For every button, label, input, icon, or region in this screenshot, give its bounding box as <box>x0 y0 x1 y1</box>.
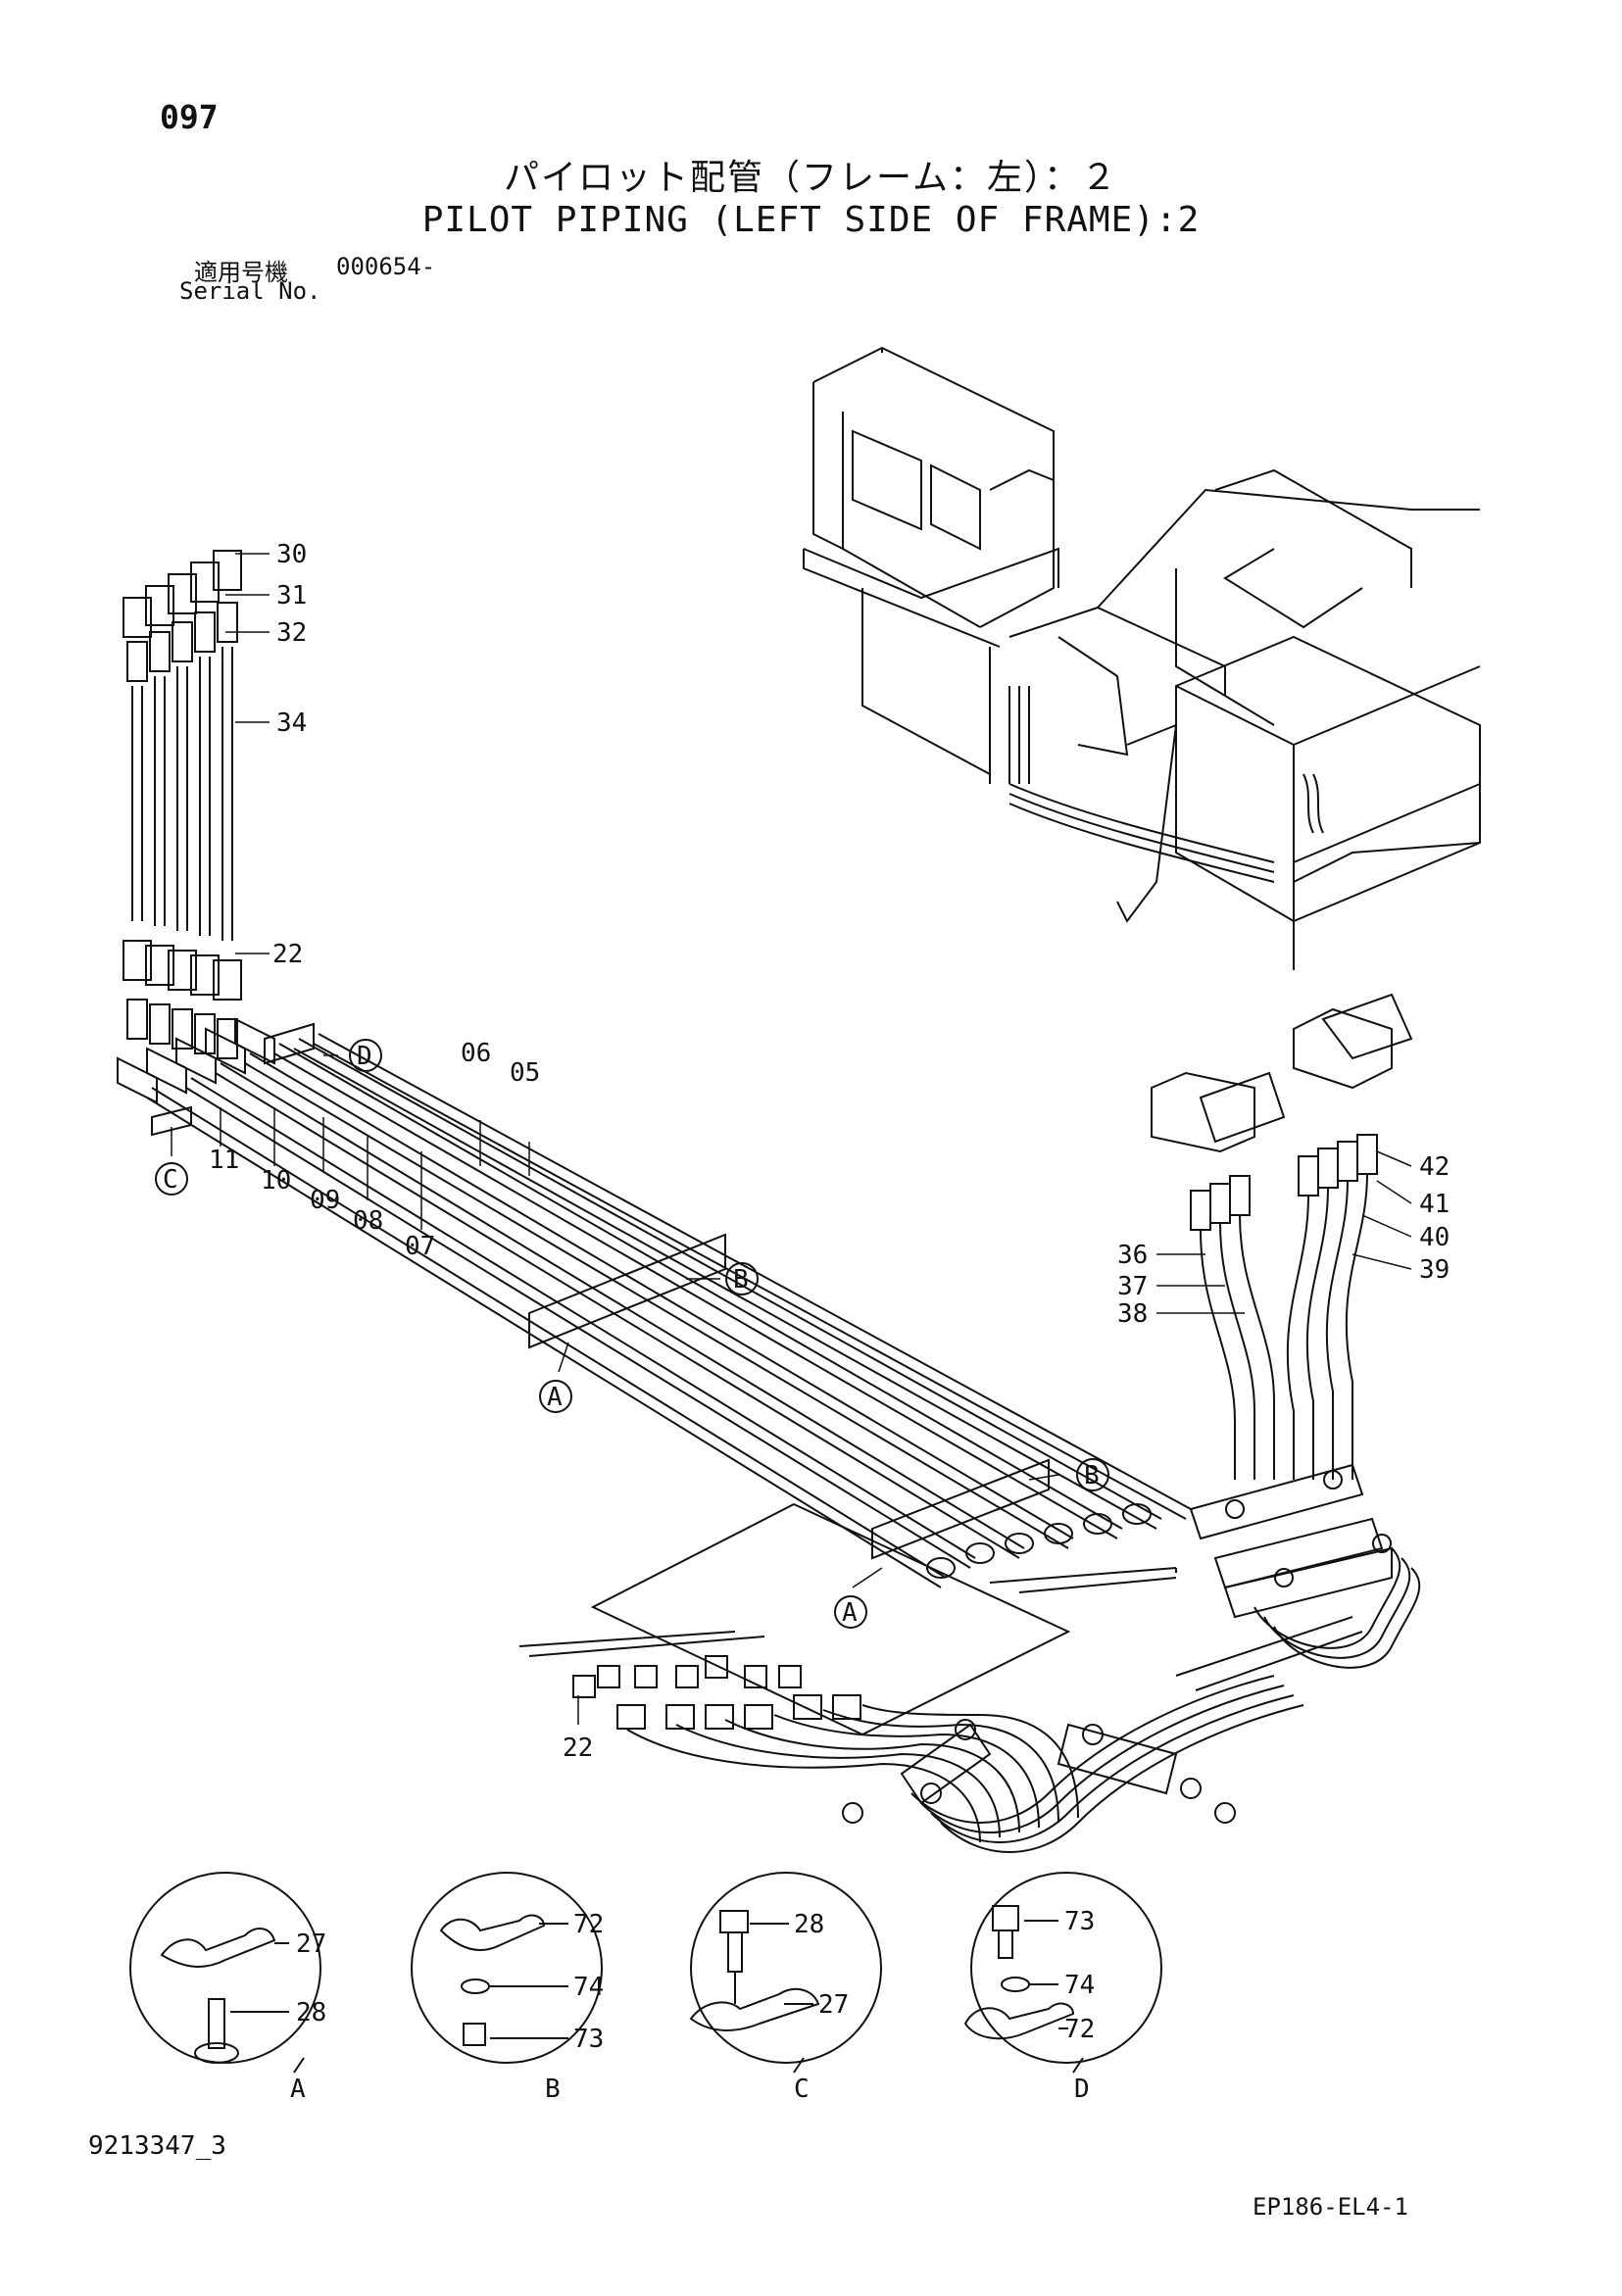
page-number: 097 <box>160 98 219 136</box>
ref-circle-a-lower <box>834 1595 867 1629</box>
detail-d-parts <box>963 1905 1084 2074</box>
callout-40: 40 <box>1419 1223 1450 1252</box>
detail-b-part-73: 73 <box>573 2025 604 2054</box>
detail-d-label: D <box>1074 2075 1090 2104</box>
callout-22-lower: 22 <box>563 1734 593 1763</box>
detail-c-part-28: 28 <box>794 1910 824 1939</box>
bottom-fittings <box>518 1616 1363 1853</box>
detail-circle-b <box>411 1872 603 2064</box>
ref-letter-b-upper: B <box>733 1265 749 1295</box>
detail-circle-d <box>970 1872 1162 2064</box>
ref-circle-b-lower <box>1076 1458 1109 1491</box>
ref-letter-a-lower: A <box>842 1598 858 1628</box>
callout-38: 38 <box>1117 1299 1148 1329</box>
callout-37: 37 <box>1117 1272 1148 1301</box>
drawing-code: EP186-EL4-1 <box>1253 2193 1408 2221</box>
callout-36: 36 <box>1117 1241 1148 1270</box>
detail-a-label: A <box>290 2075 306 2104</box>
ref-letter-b-lower: B <box>1084 1461 1100 1490</box>
callout-41: 41 <box>1419 1190 1450 1219</box>
detail-labels: 27 28 A 72 74 73 B 28 27 C 73 74 72 D <box>290 1907 1095 2104</box>
serial-label-jp: 適用号機 <box>194 259 288 286</box>
serial-value: 000654- <box>336 253 436 280</box>
callout-32: 32 <box>276 618 307 648</box>
ref-circle-d <box>349 1039 382 1072</box>
detail-b-part-72: 72 <box>573 1910 604 1939</box>
callout-09: 09 <box>310 1186 340 1215</box>
ref-circle-b-upper <box>725 1262 759 1295</box>
machine-frame-drawing <box>803 346 1481 970</box>
serial-label-en: Serial No. <box>179 277 321 305</box>
page-title-jp: パイロット配管（フレーム：左）：２ <box>504 158 1118 198</box>
callout-06: 06 <box>461 1039 491 1068</box>
ref-circle-c <box>155 1162 188 1196</box>
right-riser-pipes <box>1151 993 1421 1669</box>
ref-letter-a-upper: A <box>547 1383 563 1412</box>
callout-22-upper: 22 <box>272 940 303 969</box>
detail-a-parts <box>160 1928 305 2074</box>
document-number: 9213347_3 <box>88 2131 226 2161</box>
diagonal-pipes <box>146 1033 1192 1593</box>
callout-labels: 30 31 32 34 22 06 05 11 10 09 08 07 42 4… <box>209 540 1450 1763</box>
page-title-en: PILOT PIPING (LEFT SIDE OF FRAME):2 <box>421 200 1201 240</box>
callout-08: 08 <box>353 1206 383 1236</box>
detail-c-part-27: 27 <box>818 1990 849 2020</box>
callout-34: 34 <box>276 708 307 738</box>
callout-05: 05 <box>510 1058 540 1088</box>
left-vertical-hoses <box>117 550 315 1137</box>
detail-c-parts <box>689 1910 820 2074</box>
detail-c-label: C <box>794 2075 810 2104</box>
reference-letters: D B C A B A <box>163 1042 1100 1628</box>
assembly-outline <box>590 1502 1071 1736</box>
ref-letter-d: D <box>357 1042 372 1071</box>
detail-d-part-74: 74 <box>1064 1971 1095 2000</box>
detail-b-parts <box>439 1914 568 2046</box>
callout-39: 39 <box>1419 1255 1450 1285</box>
detail-a-part-28: 28 <box>296 1998 326 2027</box>
callout-31: 31 <box>276 581 307 611</box>
callout-42: 42 <box>1419 1152 1450 1182</box>
detail-a-part-27: 27 <box>296 1930 326 1959</box>
detail-circle-c <box>690 1872 882 2064</box>
callout-07: 07 <box>405 1232 435 1261</box>
detail-b-label: B <box>545 2075 561 2104</box>
ref-circle-a-upper <box>539 1380 572 1413</box>
leader-lines <box>171 553 1412 1725</box>
detail-b-part-74: 74 <box>573 1973 604 2002</box>
detail-d-part-73: 73 <box>1064 1907 1095 1936</box>
ref-letter-c: C <box>163 1165 178 1195</box>
detail-d-part-72: 72 <box>1064 2015 1095 2044</box>
callout-30: 30 <box>276 540 307 569</box>
callout-11: 11 <box>209 1146 239 1175</box>
callout-10: 10 <box>261 1166 291 1196</box>
